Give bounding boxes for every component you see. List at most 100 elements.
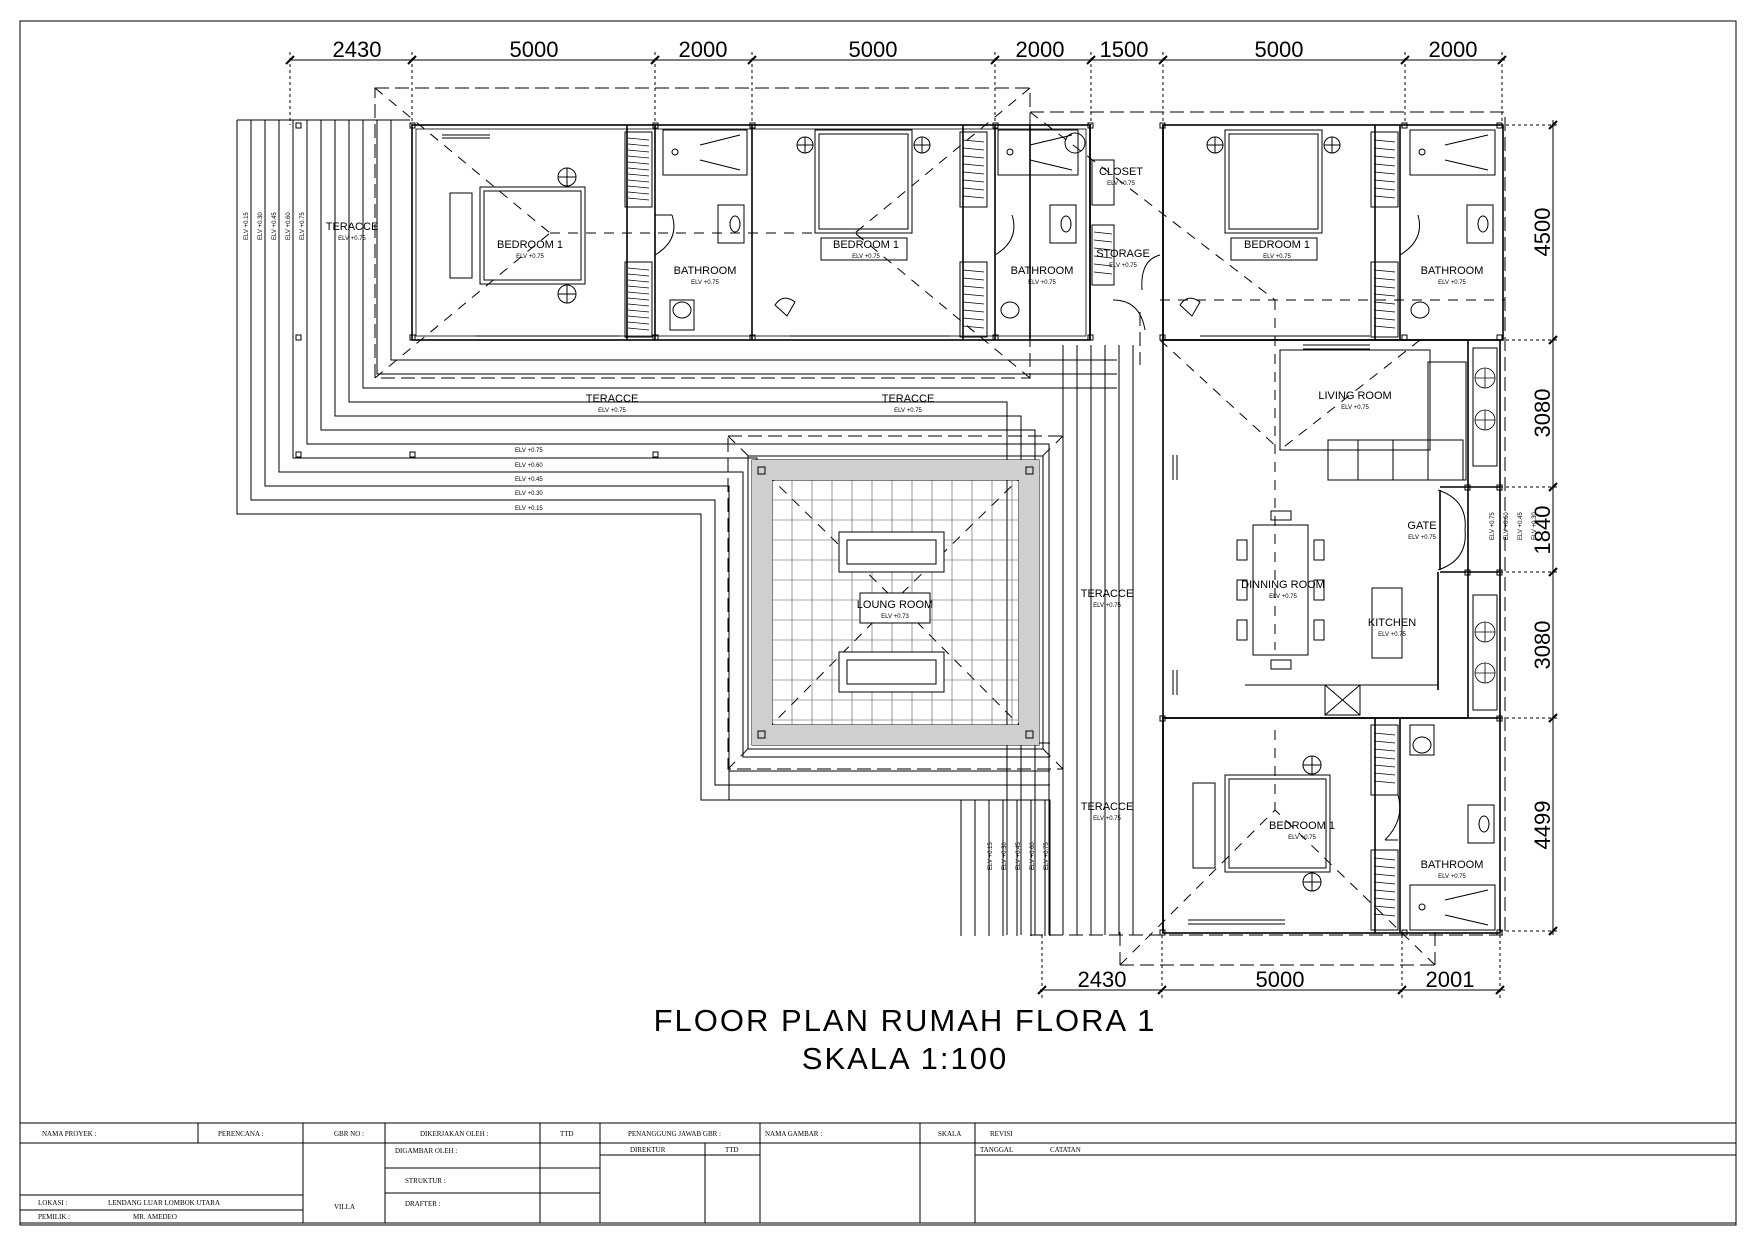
bottom-dimension-labels: 2430 5000 2001 <box>1078 967 1475 992</box>
tb-digambar-oleh: DIGAMBAR OLEH : <box>395 1147 457 1155</box>
label-closet: CLOSET <box>1099 166 1143 178</box>
label-bedroom-c: BEDROOM 1 <box>1244 239 1310 251</box>
dim-right-3: 1840 <box>1530 506 1555 555</box>
tb-struktur: STRUKTUR : <box>405 1177 446 1185</box>
label-bedroom-b: BEDROOM 1 <box>833 239 899 251</box>
label-dining-room: DINNING ROOM <box>1241 579 1325 591</box>
elv-south-step-1: ELV +0.15 <box>988 842 994 870</box>
elv-west-step-4: ELV +0.60 <box>286 212 292 240</box>
elv-step-4: ELV +0.30 <box>515 491 543 497</box>
bedroom-c-furniture <box>1206 129 1496 338</box>
tb-dikerjakan-oleh: DIKERJAKAN OLEH : <box>420 1130 488 1138</box>
tb-catatan: CATATAN <box>1050 1146 1081 1154</box>
dim-top-7: 5000 <box>1255 37 1304 62</box>
right-dimension-labels: 4500 3080 1840 3080 4499 <box>1530 208 1555 850</box>
label-terrace-b: TERACCE <box>882 393 935 405</box>
elv-step-1: ELV +0.75 <box>515 448 543 454</box>
dim-top-1: 2430 <box>333 37 382 62</box>
elv-terrace-c: ELV +0.75 <box>1093 603 1121 609</box>
roof-ridges <box>374 87 1505 966</box>
elv-bedroom-d: ELV +0.75 <box>1288 835 1316 841</box>
elv-east-step-4: ELV +0.30 <box>1532 512 1538 540</box>
windows <box>442 134 1370 925</box>
label-bathroom-c: BATHROOM <box>1421 265 1484 277</box>
dim-top-6: 1500 <box>1100 37 1149 62</box>
label-gate: GATE <box>1407 520 1436 532</box>
elv-lounge: ELV +0.73 <box>881 614 909 620</box>
elv-storage: ELV +0.75 <box>1109 263 1137 269</box>
label-living-room: LIVING ROOM <box>1318 390 1391 402</box>
tb-pemilik-value: MR. AMEDEO <box>133 1213 177 1221</box>
lounge-gazebo <box>747 455 1044 750</box>
elv-terrace-a: ELV +0.75 <box>598 408 626 414</box>
walls <box>411 124 1504 934</box>
elv-west-step-3: ELV +0.45 <box>272 212 278 240</box>
drawing-title-block: FLOOR PLAN RUMAH FLORA 1 SKALA 1:100 <box>654 1003 1157 1076</box>
tb-lokasi-label: LOKASI : <box>38 1199 67 1207</box>
tb-revisi: REVISI <box>990 1130 1013 1138</box>
tb-ttd-2: TTD <box>725 1146 739 1154</box>
elv-west-step-2: ELV +0.30 <box>258 212 264 240</box>
dim-right-4: 3080 <box>1530 621 1555 670</box>
title-block-text: NAMA PROYEK : PERENCANA : GBR NO : VILLA… <box>38 1130 1081 1221</box>
elv-east-step-2: ELV +0.60 <box>1504 512 1510 540</box>
bottom-dimension-line <box>1037 935 1505 998</box>
elv-closet: ELV +0.75 <box>1107 181 1135 187</box>
dim-right-1: 4500 <box>1530 208 1555 257</box>
top-dimension-labels: 2430 5000 2000 5000 2000 1500 5000 2000 <box>333 37 1478 62</box>
label-bathroom-b: BATHROOM <box>1011 265 1074 277</box>
roof-outline <box>374 87 1506 966</box>
elv-step-3: ELV +0.45 <box>515 477 543 483</box>
label-kitchen: KITCHEN <box>1368 617 1416 629</box>
title-block <box>19 1122 1737 1224</box>
dim-top-8: 2000 <box>1429 37 1478 62</box>
dim-bottom-1: 2430 <box>1078 967 1127 992</box>
dim-bottom-3: 2001 <box>1426 967 1475 992</box>
tb-drafter: DRAFTER : <box>405 1200 441 1208</box>
right-dimension-line <box>1500 120 1560 936</box>
elv-dining-room: ELV +0.75 <box>1269 594 1297 600</box>
tb-villa: VILLA <box>334 1203 355 1211</box>
label-bedroom-a: BEDROOM 1 <box>497 239 563 251</box>
elv-south-step-5: ELV +0.75 <box>1044 842 1050 870</box>
elv-south-step-4: ELV +0.60 <box>1030 842 1036 870</box>
dim-bottom-2: 5000 <box>1256 967 1305 992</box>
elv-kitchen: ELV +0.75 <box>1378 632 1406 638</box>
elv-south-step-3: ELV +0.45 <box>1016 842 1022 870</box>
elv-living-room: ELV +0.75 <box>1341 405 1369 411</box>
bedroom-b-furniture <box>774 129 1201 338</box>
elv-terrace-west: ELV +0.75 <box>338 236 366 242</box>
dim-top-2: 5000 <box>510 37 559 62</box>
elv-east-step-1: ELV +0.75 <box>1490 512 1496 540</box>
drawing-scale: SKALA 1:100 <box>802 1041 1008 1076</box>
bedroom-a-furniture <box>449 129 748 338</box>
elv-gate: ELV +0.75 <box>1408 535 1436 541</box>
elv-bathroom-c: ELV +0.75 <box>1438 280 1466 286</box>
tb-penanggung-jawab: PENANGGUNG JAWAB GBR : <box>628 1130 721 1138</box>
elv-bathroom-a: ELV +0.75 <box>691 280 719 286</box>
label-terrace-a: TERACCE <box>586 393 639 405</box>
tb-tanggal: TANGGAL <box>980 1146 1013 1154</box>
living-dining-furniture <box>1236 347 1498 716</box>
elv-bathroom-b: ELV +0.75 <box>1028 280 1056 286</box>
room-labels: BEDROOM 1 ELV +0.75 BEDROOM 1 ELV +0.75 … <box>244 166 1538 880</box>
columns <box>295 122 1503 936</box>
tb-pemilik-label: PEMILIK : <box>38 1213 70 1221</box>
elv-bathroom-d: ELV +0.75 <box>1438 874 1466 880</box>
label-lounge: LOUNG ROOM <box>857 599 933 611</box>
elv-step-2: ELV +0.60 <box>515 463 543 469</box>
label-storage: STORAGE <box>1096 248 1150 260</box>
label-terrace-d: TERACCE <box>1081 801 1134 813</box>
tb-nama-proyek: NAMA PROYEK : <box>42 1130 97 1138</box>
drawing-title: FLOOR PLAN RUMAH FLORA 1 <box>654 1003 1157 1038</box>
elv-south-step-2: ELV +0.30 <box>1002 842 1008 870</box>
dim-top-3: 2000 <box>679 37 728 62</box>
tb-perencana: PERENCANA : <box>218 1130 263 1138</box>
label-terrace-c: TERACCE <box>1081 588 1134 600</box>
label-bedroom-d: BEDROOM 1 <box>1269 820 1335 832</box>
dim-top-4: 5000 <box>849 37 898 62</box>
dim-right-2: 3080 <box>1530 389 1555 438</box>
deck-steps <box>236 119 1134 936</box>
elv-step-5: ELV +0.15 <box>515 506 543 512</box>
